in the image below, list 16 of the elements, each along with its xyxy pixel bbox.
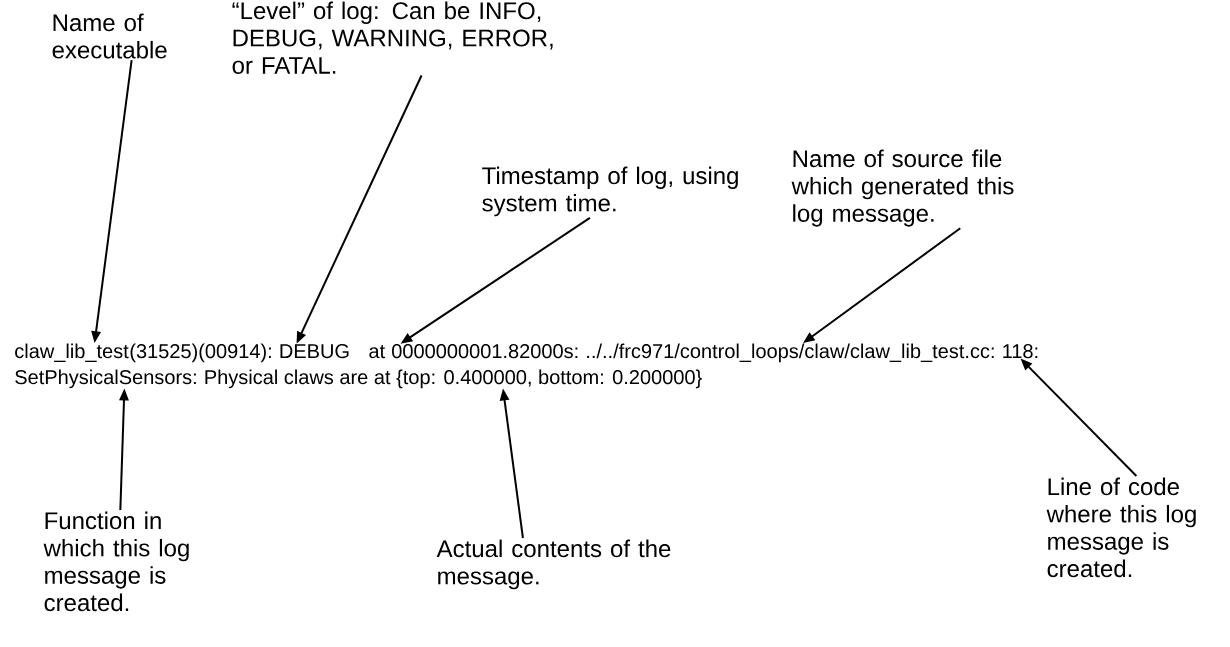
annotation-text: Line of code where this log message is created. <box>1046 477 1196 578</box>
annotation-text: “Level” of log: Can be INFO, DEBUG, WARNING, ERROR, or FATAL. <box>232 1 553 74</box>
annotation-text: Function in which this log message is created. <box>43 511 189 612</box>
log-text: (31525)(00914): <box>130 343 271 363</box>
log-text: 0000000001.82000s: <box>392 344 578 359</box>
log-text: DEBUG <box>280 344 349 359</box>
log-text: claw_lib_test <box>15 343 129 362</box>
log-text: at <box>369 345 385 359</box>
annotation-text: Name of executable <box>52 13 167 59</box>
log-text: Physical claws are at {top: 0.400000, bottom: 0.200000} <box>205 369 702 389</box>
annotation-text: Timestamp of log, using system time. <box>482 166 738 217</box>
log-text: SetPhysicalSensors: <box>15 369 196 389</box>
annotation-text: Name of source file which generated this log message. <box>791 149 1014 227</box>
annotation-text: Actual contents of the message. <box>436 539 671 590</box>
log-text: 118: <box>1003 344 1038 359</box>
log-text: ../../frc971/control_loops/claw/claw_lib_test.cc: <box>587 343 994 363</box>
